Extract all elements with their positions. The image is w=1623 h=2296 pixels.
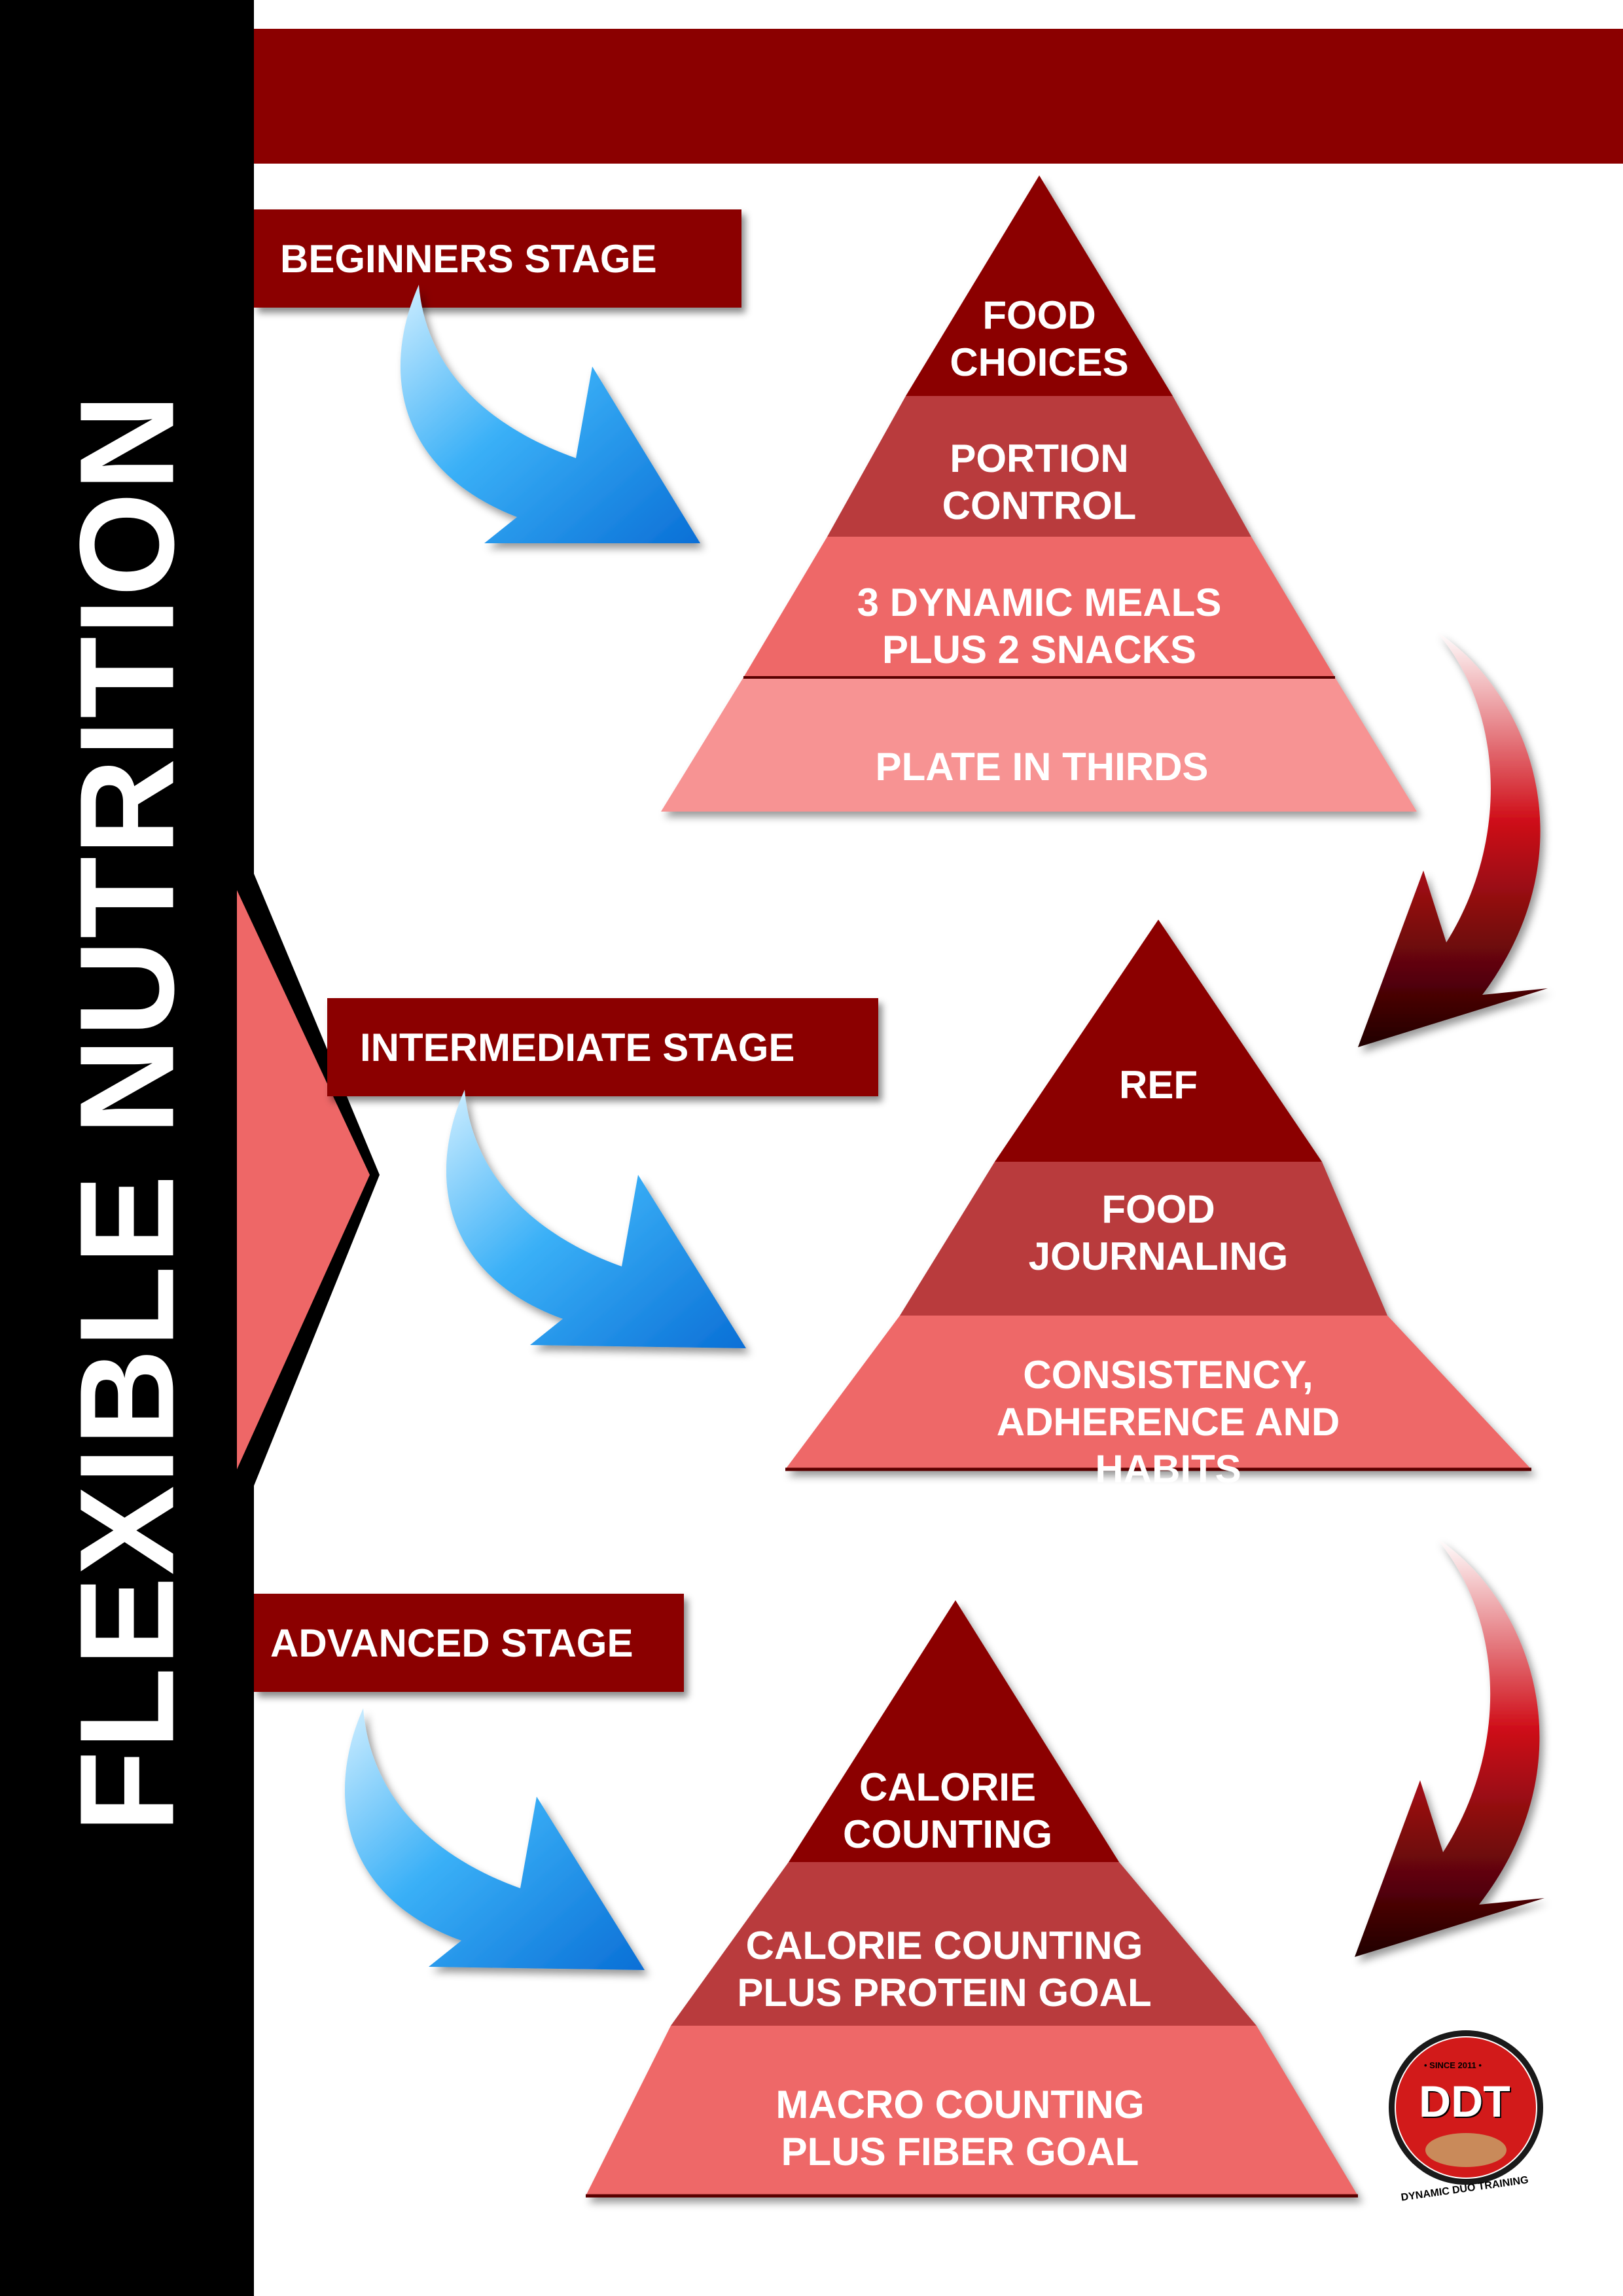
pyramid-layer [900,1162,1387,1316]
pyramid-layer [785,1316,1531,1469]
layer-food-journaling: FOOD JOURNALING [1028,1187,1289,1278]
stage-label-text: ADVANCED STAGE [270,1621,633,1665]
stage-label-text: BEGINNERS STAGE [280,236,657,281]
layer-food-choices: FOOD CHOICES [950,293,1129,384]
layer-plate-in-thirds: PLATE IN THIRDS [875,745,1209,789]
layer-calorie-protein: CALORIE COUNTING PLUS PROTEIN GOAL [737,1924,1152,2015]
top-banner [254,29,1623,164]
logo-initials: DDT [1419,2077,1510,2126]
red-arrow-2 [1355,1538,1544,1957]
pyramid-layer [827,396,1251,537]
layer-portion-control: PORTION CONTROL [942,437,1137,528]
pyramid-layer [789,1600,1119,1862]
pyramid-beginners [661,175,1417,812]
pyramid-intermediate [785,920,1531,1471]
ddt-logo: • SINCE 2011 • DDT DYNAMIC DUO TRAINING [1381,2022,1564,2204]
pyramid-advanced [586,1600,1358,2198]
pyramid-layer [743,537,1335,677]
layer-calorie-counting: CALORIE COUNTING [843,1765,1052,1856]
blue-arrow-2 [446,1090,746,1348]
layer-macro-fiber: MACRO COUNTING PLUS FIBER GOAL [776,2083,1145,2174]
pyramid-layer [671,1862,1257,2026]
sidebar: FLEXIBLE NUTRITION [0,0,254,2296]
pyramid-layer [906,175,1173,396]
stage-label-advanced: ADVANCED STAGE [254,1594,684,1692]
stage-label-intermediate: INTERMEDIATE STAGE [327,998,878,1096]
stage-label-beginners: BEGINNERS STAGE [254,209,741,308]
red-arrow-1 [1358,632,1548,1047]
blue-arrow-3 [344,1708,645,1970]
pyramid-layer [586,2026,1358,2196]
logo-since: • SINCE 2011 • [1424,2060,1482,2070]
layer-consistency: CONSISTENCY, ADHERENCE AND HABITS [996,1353,1340,1491]
stage-label-text: INTERMEDIATE STAGE [360,1025,795,1069]
blue-arrow-1 [400,285,700,543]
layer-ref: REF [1119,1063,1198,1107]
pyramid-layer [995,920,1322,1162]
pyramid-layer [661,677,1417,812]
layer-dynamic-meals: 3 DYNAMIC MEALS PLUS 2 SNACKS [857,581,1222,672]
